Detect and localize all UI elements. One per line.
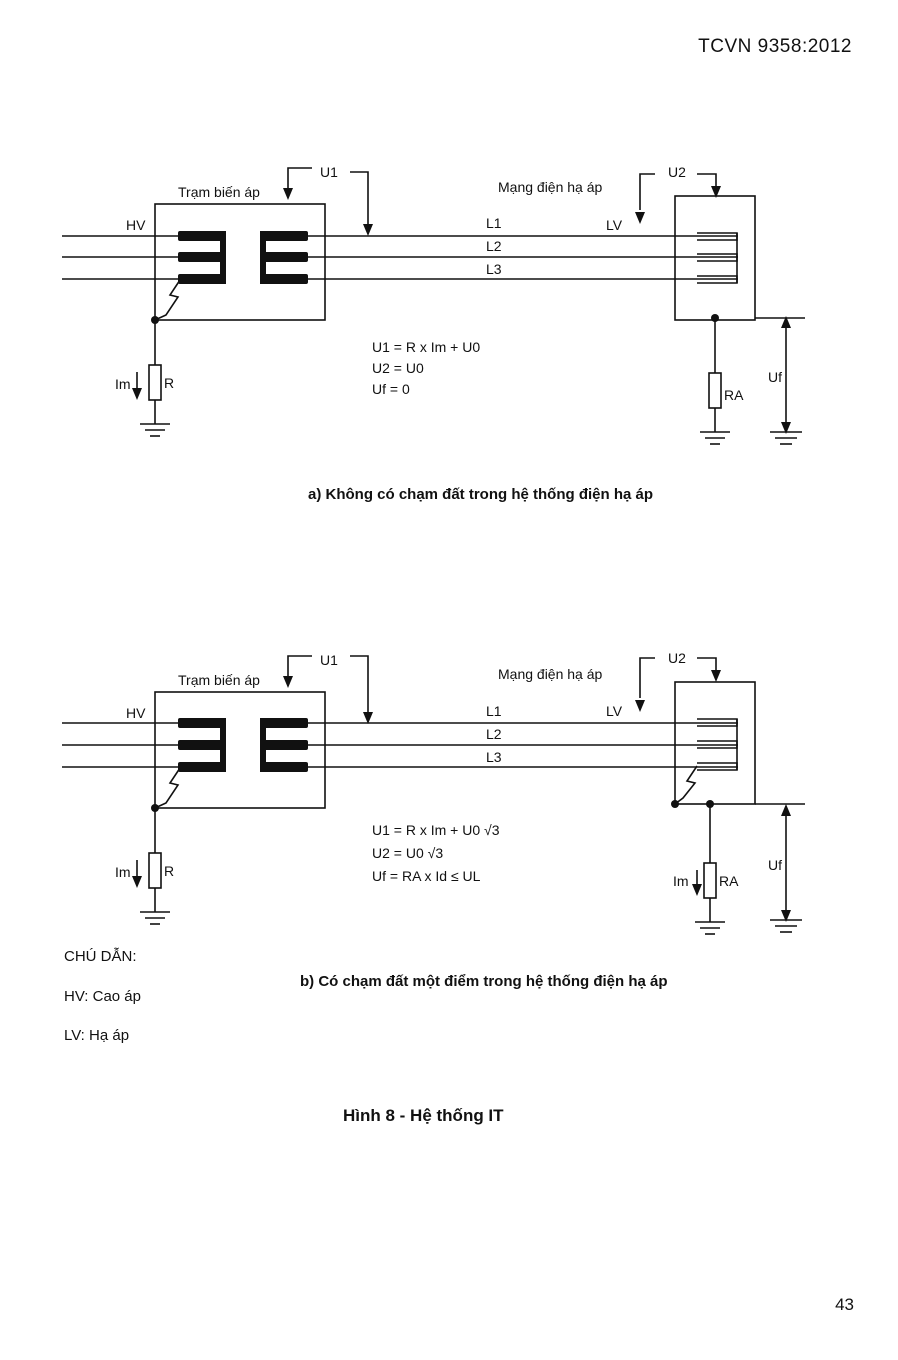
substation-label-a: Trạm biến áp <box>178 184 260 200</box>
ra-label-b: RA <box>719 873 739 889</box>
document-header: TCVN 9358:2012 <box>698 36 852 57</box>
equation-3-a: Uf = 0 <box>372 381 410 397</box>
r-label-a: R <box>164 375 174 391</box>
uf-label-b: Uf <box>768 857 782 873</box>
diagram-a: Trạm biến áp U1 Mạng điện hạ áp U2 HV LV… <box>62 164 805 445</box>
l2-label-a: L2 <box>486 238 502 254</box>
uf-label-a: Uf <box>768 369 782 385</box>
l1-label-a: L1 <box>486 215 502 231</box>
lv-label-a: LV <box>606 217 623 233</box>
hv-label-a: HV <box>126 217 146 233</box>
equation-1-a: U1 = R x Im + U0 <box>372 339 480 355</box>
l3-label-b: L3 <box>486 749 502 765</box>
u2-label-a: U2 <box>668 164 686 180</box>
u2-label-b: U2 <box>668 650 686 666</box>
caption-b: b) Có chạm đất một điểm trong hệ thống đ… <box>300 973 668 990</box>
legend-item-lv: LV: Hạ áp <box>64 1027 130 1044</box>
lv-network-label-b: Mạng điện hạ áp <box>498 666 603 682</box>
r-label-b: R <box>164 863 174 879</box>
substation-label-b: Trạm biến áp <box>178 672 260 688</box>
im-label-a: Im <box>115 376 131 392</box>
im-label-b: Im <box>115 864 131 880</box>
equation-2-b: U2 = U0 √3 <box>372 845 443 861</box>
hv-label-b: HV <box>126 705 146 721</box>
equation-2-a: U2 = U0 <box>372 360 424 376</box>
lv-label-b: LV <box>606 703 623 719</box>
l2-label-b: L2 <box>486 726 502 742</box>
legend-item-hv: HV: Cao áp <box>64 988 141 1005</box>
u1-label-a: U1 <box>320 164 338 180</box>
caption-a: a) Không có chạm đất trong hệ thống điện… <box>308 486 653 503</box>
equation-1-b: U1 = R x Im + U0 √3 <box>372 822 500 838</box>
ra-label-a: RA <box>724 387 744 403</box>
l1-label-b: L1 <box>486 703 502 719</box>
diagram-b: Trạm biến áp U1 Mạng điện hạ áp U2 HV LV… <box>62 650 805 935</box>
l3-label-a: L3 <box>486 261 502 277</box>
page-number: 43 <box>835 1295 854 1314</box>
im2-label-b: Im <box>673 873 689 889</box>
figure-title: Hình 8 - Hệ thống IT <box>343 1106 504 1125</box>
equation-3-b: Uf = RA x Id ≤ UL <box>372 868 481 884</box>
lv-network-label-a: Mạng điện hạ áp <box>498 179 603 195</box>
u1-label-b: U1 <box>320 652 338 668</box>
legend-title: CHÚ DẪN: <box>64 948 137 965</box>
